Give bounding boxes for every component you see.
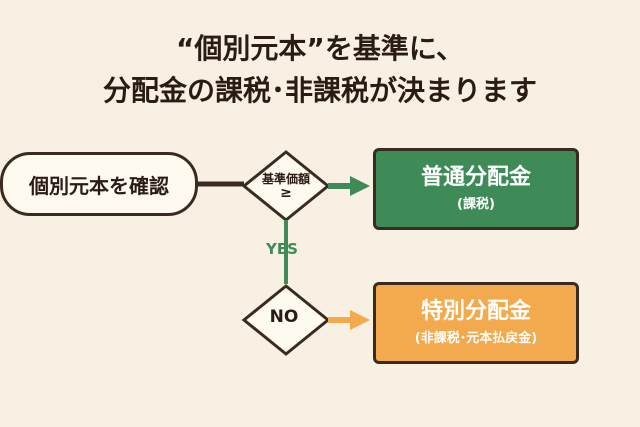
decision-comparison-symbol: ≥ xyxy=(280,185,292,201)
title-line-2: 分配金の課税･非課税が決まります xyxy=(102,74,537,107)
result-ordinary-subtitle: (課税) xyxy=(457,197,495,212)
yes-label: YES xyxy=(266,240,298,258)
diagram-title: “個別元本”を基準に、 分配金の課税･非課税が決まります xyxy=(0,28,640,112)
result-special-distribution: 特別分配金 (非課税･元本払戻金) xyxy=(373,282,579,364)
yes-arrow-head xyxy=(350,176,370,196)
no-arrow-head xyxy=(350,310,370,330)
result-special-subtitle: (非課税･元本払戻金) xyxy=(414,331,538,346)
no-diamond xyxy=(241,284,331,356)
result-ordinary-title: 普通分配金 xyxy=(420,165,531,190)
no-label: NO xyxy=(269,307,299,327)
title-line-1: “個別元本”を基準に、 xyxy=(176,32,464,65)
decision-label: 基準価額 ≥ xyxy=(244,172,328,200)
result-special-title: 特別分配金 xyxy=(420,299,531,324)
result-ordinary-distribution: 普通分配金 (課税) xyxy=(373,148,579,230)
decision-label-text: 基準価額 xyxy=(261,172,310,186)
start-node-label: 個別元本を確認 xyxy=(29,173,169,198)
start-node: 個別元本を確認 xyxy=(0,152,198,216)
